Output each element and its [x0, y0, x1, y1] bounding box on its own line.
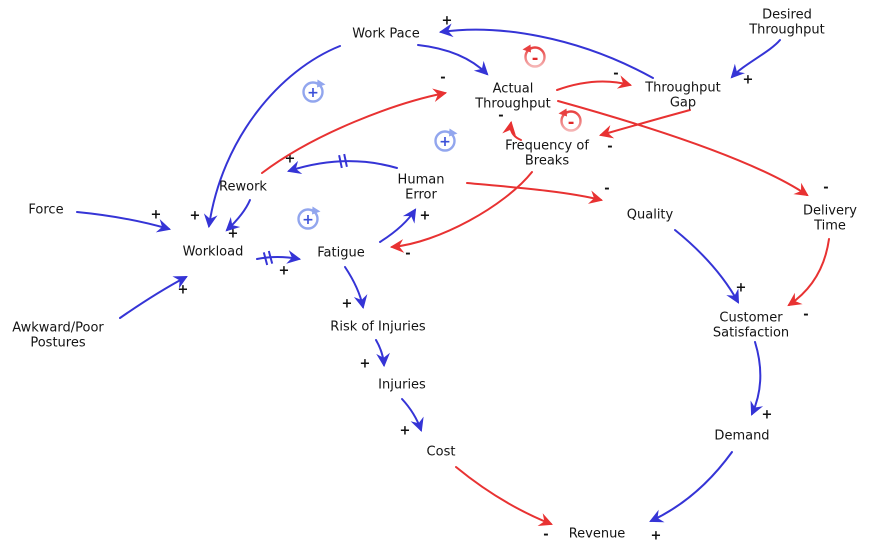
node-fatigue: Fatigue — [317, 245, 365, 261]
polarity-sign-work-pace-workload: + — [190, 209, 201, 224]
polarity-sign-human-error-rework: + — [285, 152, 296, 167]
edge-demand-revenue — [649, 451, 733, 523]
polarity-sign-rework-workload: + — [228, 227, 239, 242]
reinforcing-loop-icon-loop-3: + — [297, 206, 321, 230]
loop-polarity-sign: + — [307, 85, 319, 101]
polarity-sign-throughput-gap-work-pace: + — [442, 14, 453, 29]
polarity-sign-force-workload: + — [151, 208, 162, 223]
edge-force-workload — [76, 211, 172, 233]
node-actual-throughput: Actual Throughput — [475, 81, 551, 111]
node-force: Force — [28, 202, 64, 218]
polarity-sign-quality-customer-satisfaction: + — [736, 281, 747, 296]
polarity-sign-throughput-gap-frequency-of-breaks: - — [607, 140, 612, 155]
edge-human-error-rework — [287, 160, 398, 174]
edge-fatigue-risk-of-injuries — [344, 266, 368, 310]
edge-delivery-time-customer-satisfaction — [787, 238, 830, 307]
edge-workload-fatigue — [256, 250, 302, 264]
node-rework: Rework — [219, 179, 267, 195]
edge-work-pace-actual-throughput — [417, 44, 489, 76]
polarity-sign-awkward-poor-postures-workload: + — [178, 283, 189, 298]
node-frequency-of-breaks: Frequency of Breaks — [505, 138, 589, 168]
edge-throughput-gap-work-pace — [438, 23, 654, 79]
edge-throughput-gap-frequency-of-breaks — [598, 109, 691, 139]
polarity-sign-human-error-quality: - — [604, 182, 609, 197]
node-desired-throughput: Desired Throughput — [749, 7, 825, 37]
node-cost: Cost — [426, 444, 456, 460]
node-demand: Demand — [714, 428, 770, 444]
edge-customer-satisfaction-demand — [750, 341, 764, 416]
reinforcing-loop-icon-loop-2: + — [434, 128, 458, 152]
edge-quality-customer-satisfaction — [674, 229, 740, 304]
polarity-sign-desired-throughput-throughput-gap: + — [743, 73, 754, 88]
polarity-sign-fatigue-risk-of-injuries: + — [342, 297, 353, 312]
node-customer-satisfaction: Customer Satisfaction — [712, 310, 790, 340]
node-injuries: Injuries — [378, 377, 426, 393]
edge-human-error-quality — [466, 182, 604, 204]
loop-polarity-sign: + — [439, 134, 451, 150]
edge-frequency-of-breaks-fatigue — [389, 171, 533, 253]
polarity-sign-frequency-of-breaks-actual-throughput: - — [498, 109, 503, 124]
balancing-loop-icon-loop-4: - — [522, 44, 546, 68]
edge-desired-throughput-throughput-gap — [730, 39, 781, 79]
polarity-sign-rework-actual-throughput: - — [440, 71, 445, 86]
node-work-pace: Work Pace — [352, 26, 420, 42]
polarity-sign-workload-fatigue: + — [279, 264, 290, 279]
node-risk-of-injuries: Risk of Injuries — [330, 319, 426, 335]
edge-rework-actual-throughput — [261, 88, 448, 174]
edge-risk-of-injuries-injuries — [375, 339, 390, 368]
edge-fatigue-human-error — [379, 208, 417, 243]
node-throughput-gap: Throughput Gap — [645, 80, 721, 110]
balancing-loop-icon-loop-5: - — [558, 108, 582, 132]
loop-polarity-sign: + — [302, 212, 314, 228]
node-awkward-poor-postures: Awkward/Poor Postures — [12, 320, 104, 350]
node-quality: Quality — [626, 207, 674, 223]
loop-polarity-sign: - — [568, 113, 575, 132]
reinforcing-loop-icon-loop-1: + — [302, 79, 326, 103]
polarity-sign-cost-revenue: - — [543, 528, 548, 543]
edge-actual-throughput-throughput-gap — [556, 75, 633, 91]
node-workload: Workload — [182, 244, 244, 260]
polarity-sign-fatigue-human-error: + — [420, 209, 431, 224]
edge-injuries-cost — [401, 398, 424, 432]
node-human-error: Human Error — [397, 172, 445, 202]
edge-rework-workload — [225, 199, 251, 232]
polarity-sign-actual-throughput-throughput-gap: - — [613, 67, 618, 82]
edge-work-pace-workload — [203, 45, 341, 229]
delay-marks-workload-fatigue — [262, 250, 274, 266]
polarity-sign-risk-of-injuries-injuries: + — [360, 357, 371, 372]
delay-marks-human-error-rework — [338, 153, 348, 169]
node-delivery-time: Delivery Time — [803, 203, 857, 233]
polarity-sign-injuries-cost: + — [400, 424, 411, 439]
polarity-sign-delivery-time-customer-satisfaction: - — [803, 308, 808, 323]
edge-cost-revenue — [455, 466, 553, 527]
node-revenue: Revenue — [568, 526, 626, 542]
loop-polarity-sign: - — [532, 49, 539, 68]
polarity-sign-customer-satisfaction-demand: + — [762, 408, 773, 423]
polarity-sign-demand-revenue: + — [651, 529, 662, 544]
polarity-sign-frequency-of-breaks-fatigue: - — [405, 247, 410, 262]
edge-actual-throughput-delivery-time — [557, 100, 809, 197]
edge-frequency-of-breaks-actual-throughput — [502, 120, 522, 141]
edge-awkward-poor-postures-workload — [119, 276, 188, 319]
polarity-sign-actual-throughput-delivery-time: - — [823, 181, 828, 196]
